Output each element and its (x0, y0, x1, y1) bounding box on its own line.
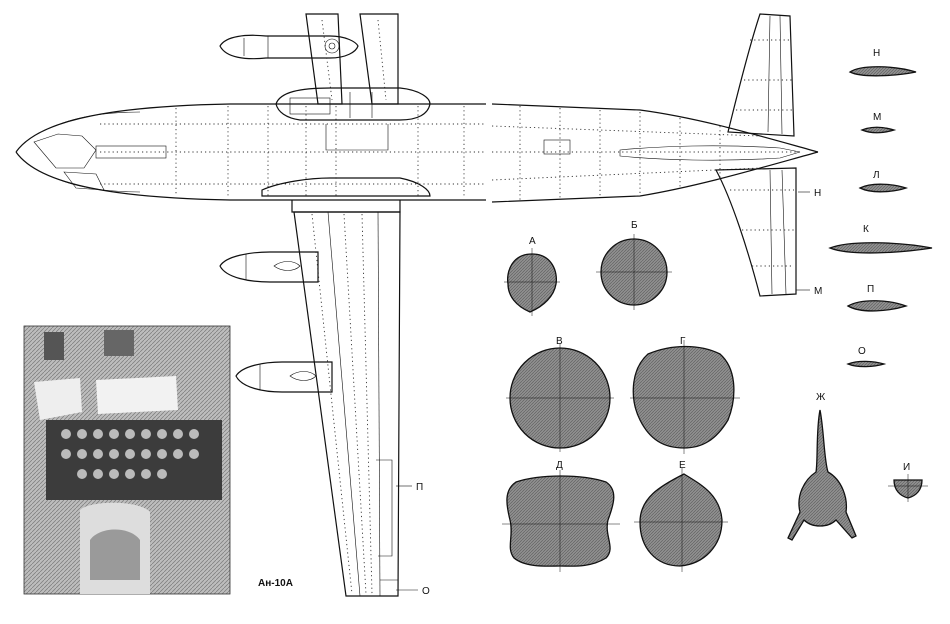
cockpit-photo (23, 325, 231, 595)
section-label: И (903, 462, 910, 473)
airfoil-m (860, 126, 897, 134)
section-zh-shape (787, 409, 857, 541)
section-label: Е (679, 460, 686, 471)
airfoil-l (858, 183, 909, 193)
airfoil-p (846, 300, 909, 312)
airfoil-n (848, 66, 917, 77)
airfoil-k (828, 242, 933, 254)
station-leaders (396, 191, 810, 591)
aircraft-caption: Ан-10А (258, 578, 293, 589)
section-d-shape (506, 475, 615, 567)
section-label: А (529, 236, 536, 247)
vertical-tail (727, 13, 795, 137)
fuselage-sections (502, 234, 928, 572)
lower-wing (293, 211, 401, 597)
wing-root (261, 177, 431, 213)
station-marker: М (814, 286, 822, 297)
section-label: Ж (816, 392, 826, 403)
section-e-shape (639, 473, 723, 567)
airfoil-label: О (858, 346, 866, 357)
airfoil-o (846, 360, 887, 368)
upper-wing (305, 13, 399, 105)
horizontal-tail (715, 167, 797, 297)
airfoil-label: К (863, 224, 869, 235)
section-label: В (556, 336, 563, 347)
center-nacelle (275, 87, 431, 151)
airfoil-label: Л (873, 170, 880, 181)
lower-engine-nacelle-inner (219, 251, 319, 283)
station-marker: П (416, 482, 423, 493)
airfoil-label: М (873, 112, 881, 123)
fuselage (15, 103, 819, 203)
section-g-shape (632, 345, 735, 449)
station-marker: О (422, 586, 430, 597)
airfoil-sections (828, 66, 933, 368)
lower-engine-nacelle-outer (235, 361, 333, 393)
section-label: Б (631, 220, 638, 231)
section-label: Г (680, 336, 686, 347)
airfoil-label: Н (873, 48, 880, 59)
airfoil-label: П (867, 284, 874, 295)
station-marker: Н (814, 188, 821, 199)
section-label: Д (556, 460, 563, 471)
upper-engine-nacelle (219, 34, 359, 60)
